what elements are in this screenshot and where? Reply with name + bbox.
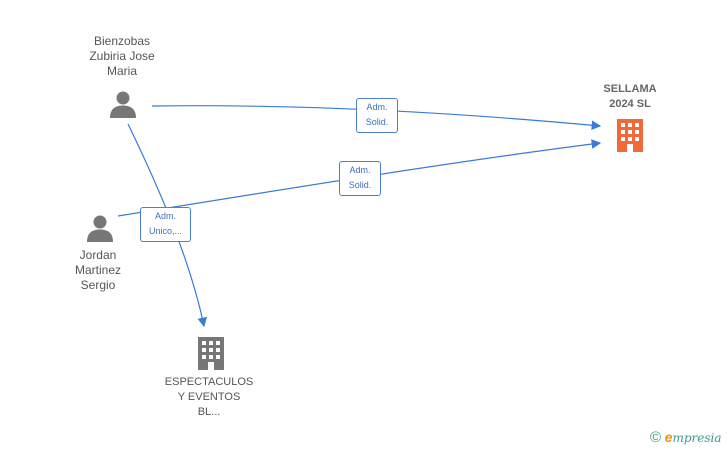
edge-label-adm-solid: Adm. Solid.	[356, 98, 398, 133]
brand-logo-e: e	[664, 429, 673, 445]
company-node-label-main: SELLAMA 2024 SL	[603, 83, 657, 110]
person-node-label: Bienzobas Zubiria Jose Maria	[89, 34, 155, 78]
copyright-icon: ©	[650, 429, 662, 446]
edge-label-adm-solid: Adm. Solid.	[339, 161, 381, 196]
person-icon[interactable]	[108, 89, 138, 119]
person-icon[interactable]	[85, 213, 115, 243]
person-node-label: Jordan Martinez Sergio	[74, 248, 121, 292]
brand-name: mpresia	[672, 431, 722, 445]
edge-label-adm-unico: Adm. Unico,...	[140, 207, 191, 242]
building-icon[interactable]	[194, 335, 228, 370]
building-icon[interactable]	[613, 117, 647, 152]
company-node-label: ESPECTACULOS Y EVENTOS BL...	[164, 376, 254, 418]
brand-logo: © empresia	[650, 429, 722, 446]
